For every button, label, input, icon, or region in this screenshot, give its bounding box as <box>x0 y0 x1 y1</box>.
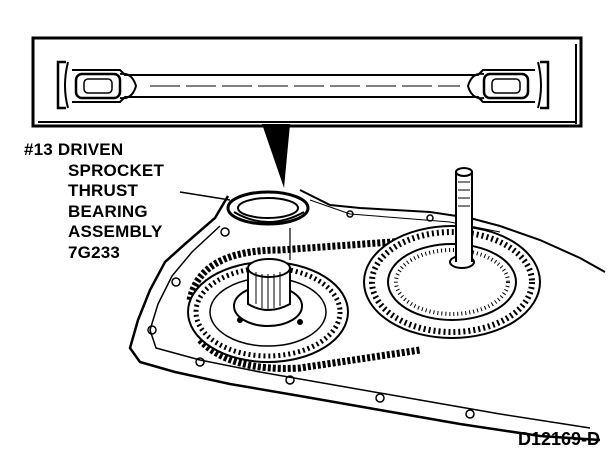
thrust-bearing-assembly <box>226 190 310 260</box>
transmission-case <box>128 189 606 442</box>
callout-leader-line <box>179 191 231 201</box>
callout-line-3: THRUST <box>68 181 139 200</box>
callout-line-4: BEARING <box>68 201 148 221</box>
callout-line-5: ASSEMBLY <box>68 222 163 241</box>
zoom-cone <box>262 124 290 188</box>
driven-sprocket <box>187 258 349 363</box>
callout-line-6: 7G233 <box>68 242 121 262</box>
part-callout-label: #13 DRIVEN SPROCKET THRUST BEARING ASSEM… <box>24 140 164 263</box>
drive-chain <box>186 236 421 372</box>
drive-sprocket <box>363 167 541 339</box>
bearing-cross-section-detail <box>31 36 583 128</box>
callout-line-1: #13 DRIVEN <box>24 140 124 159</box>
figure-id: D12169-D <box>517 429 600 449</box>
callout-line-2: SPROCKET <box>68 160 165 180</box>
